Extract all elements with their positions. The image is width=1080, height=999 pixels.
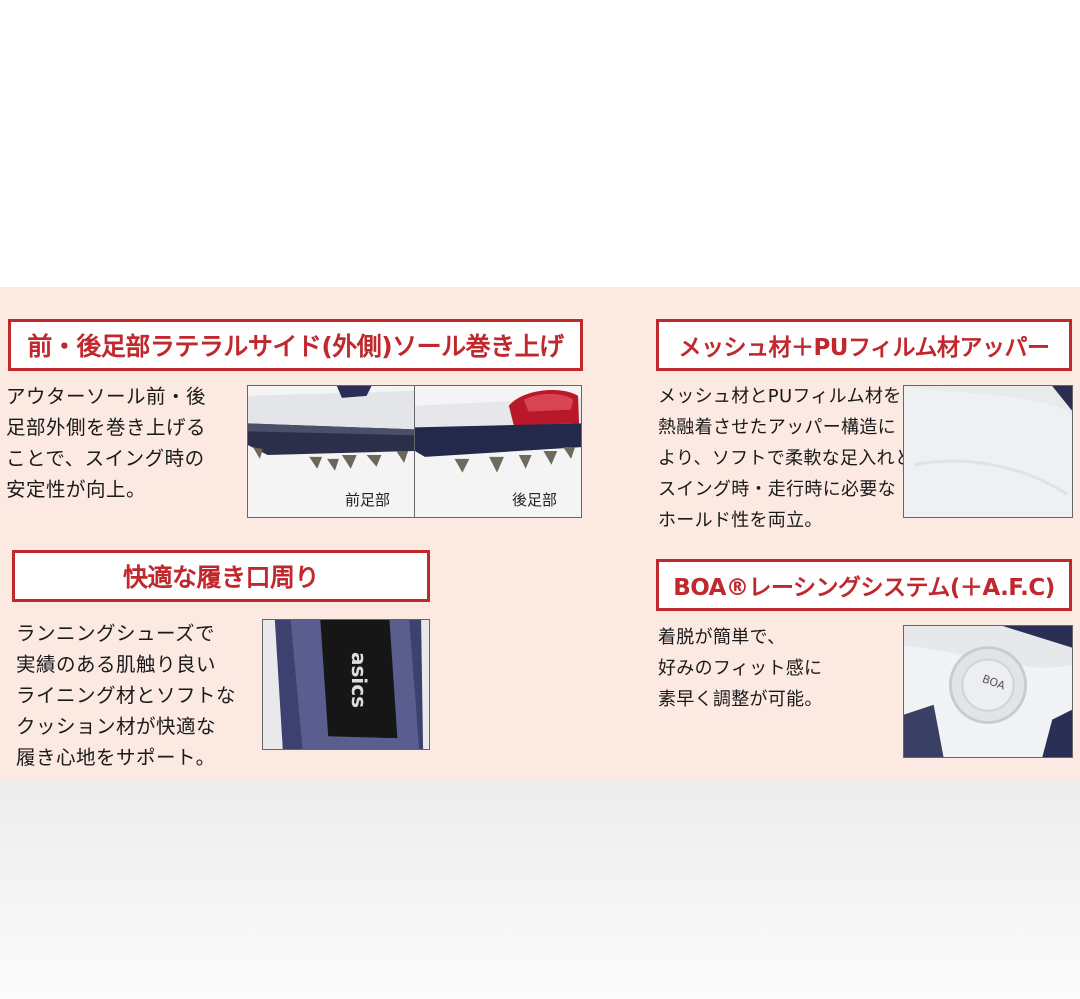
rearfoot-sole-photo <box>414 385 582 518</box>
feature-heading-sole-wrap: 前・後足部ラテラルサイド(外側)ソール巻き上げ <box>8 319 583 371</box>
feature-description-upper: メッシュ材とPUフィルム材を 熱融着させたアッパー構造に より、ソフトで柔軟な足… <box>658 386 931 531</box>
asics-logo: asics <box>347 651 372 709</box>
feature-heading-collar: 快適な履き口周り <box>12 550 430 602</box>
feature-description-sole-wrap: アウターソール前・後 足部外側を巻き上げる ことで、スイング時の 安定性が向上。 <box>6 385 207 501</box>
mesh-upper-photo <box>903 385 1073 518</box>
collar-lining-photo: asics <box>262 619 430 750</box>
boa-dial-photo: BOA <box>903 625 1073 758</box>
bottom-background <box>0 782 1080 999</box>
forefoot-sole-photo <box>247 385 415 518</box>
rearfoot-label: 後足部 <box>512 491 558 509</box>
feature-description-collar: ランニングシューズで 実績のある肌触り良い ライニング材とソフトな クッション材… <box>16 622 237 769</box>
forefoot-label: 前足部 <box>345 491 391 509</box>
feature-heading-upper: メッシュ材＋PUフィルム材アッパー <box>656 319 1072 371</box>
feature-heading-boa: BOA®レーシングシステム(＋A.F.C) <box>656 559 1072 611</box>
feature-description-boa: 着脱が簡単で、 好みのフィット感に 素早く調整が可能。 <box>658 627 823 710</box>
feature-panel: 前・後足部ラテラルサイド(外側)ソール巻き上げ アウターソール前・後 足部外側を… <box>0 287 1080 782</box>
